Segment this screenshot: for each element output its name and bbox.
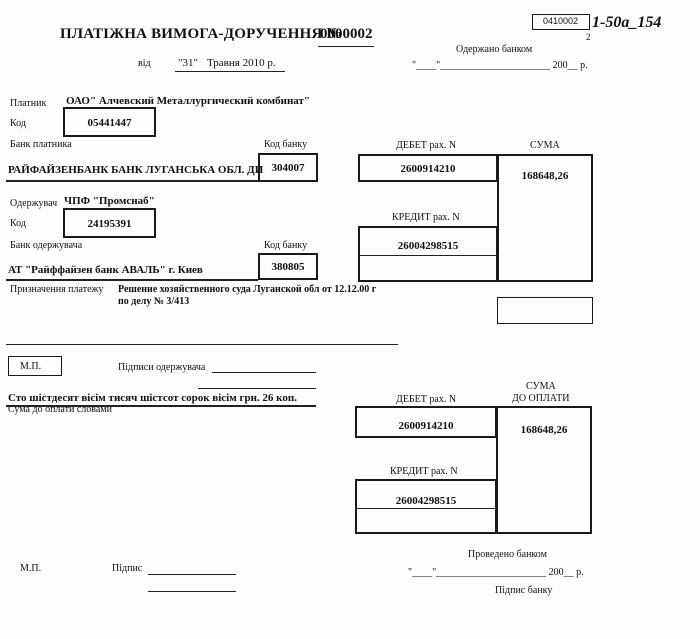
footer-signature-line-1 bbox=[148, 574, 236, 575]
sum-words-underline bbox=[6, 405, 316, 407]
recipient-name: ЧПФ "Промснаб" bbox=[64, 195, 155, 207]
form-code-subscript: 2 bbox=[586, 32, 591, 42]
date-month-year: Травня 2010 р. bbox=[207, 57, 276, 69]
payer-bank-name: РАЙФАЙЗЕНБАНК БАНК ЛУГАНСЬКА ОБЛ. ДИ bbox=[8, 164, 264, 176]
number-underline bbox=[318, 46, 374, 47]
bottom-debit-account: 2600914210 bbox=[398, 420, 454, 432]
form-code-box: 0410002 bbox=[532, 14, 590, 30]
top-credit-box: 26004298515 bbox=[358, 226, 498, 282]
processed-date-blank: "____"______________________ 200__ р. bbox=[408, 567, 584, 578]
processed-label: Проведено банком bbox=[468, 549, 547, 560]
footer-signature-line-2 bbox=[148, 591, 236, 592]
bottom-credit-account: 26004298515 bbox=[395, 495, 457, 507]
bottom-sum-label-2: ДО ОПЛАТИ bbox=[512, 393, 570, 404]
sum-words-label: Сума до оплати словами bbox=[8, 404, 112, 415]
recipient-bank-code: 380805 bbox=[271, 261, 305, 273]
recipient-signatures-label: Підписи одержувача bbox=[118, 362, 206, 373]
payer-bank-code-box: 304007 bbox=[258, 153, 318, 182]
top-debit-box: 2600914210 bbox=[358, 154, 498, 182]
recipient-bank-name: АТ "Райффайзен банк АВАЛЬ" г. Киев bbox=[8, 264, 203, 276]
bottom-credit-box: 26004298515 bbox=[355, 479, 497, 534]
purpose-empty-box bbox=[497, 297, 593, 324]
payer-code-box: 05441447 bbox=[63, 107, 156, 137]
purpose-separator bbox=[6, 344, 398, 345]
bottom-debit-box: 2600914210 bbox=[355, 406, 497, 438]
payer-name: ОАО" Алчевский Металлургический комбинат… bbox=[66, 95, 311, 107]
top-credit-divider bbox=[360, 255, 498, 256]
document-number: 0000002 bbox=[320, 26, 373, 42]
recipient-signature-line bbox=[212, 372, 316, 373]
recipient-signature-line-2 bbox=[198, 388, 316, 389]
payer-bank-code: 304007 bbox=[271, 162, 305, 174]
bottom-sum-value: 168648,26 bbox=[520, 424, 568, 436]
date-prefix: від bbox=[138, 58, 151, 69]
bottom-credit-label: КРЕДИТ рах. N bbox=[390, 466, 458, 477]
payer-bank-code-label: Код банку bbox=[264, 139, 308, 150]
footer-signature-label: Підпис bbox=[112, 563, 143, 574]
document-title: ПЛАТІЖНА ВИМОГА-ДОРУЧЕННЯ № bbox=[60, 26, 342, 42]
recipient-code-label: Код bbox=[10, 218, 26, 229]
form-code: 0410002 bbox=[543, 16, 579, 26]
received-date-blank: "____"______________________ 200__ р. bbox=[412, 60, 588, 71]
archive-reference: 1-50a_154 bbox=[592, 14, 662, 31]
recipient-bank-code-label: Код банку bbox=[264, 240, 308, 251]
top-credit-label: КРЕДИТ рах. N bbox=[392, 212, 460, 223]
date-day: "31" bbox=[178, 57, 198, 69]
recipient-bank-label: Банк одержувача bbox=[10, 240, 83, 251]
top-sum-value: 168648,26 bbox=[521, 170, 569, 182]
footer-stamp: М.П. bbox=[20, 563, 42, 574]
bank-signature-label: Підпис банку bbox=[495, 585, 553, 596]
recipient-code-box: 24195391 bbox=[63, 208, 156, 238]
date-underline bbox=[175, 71, 285, 72]
received-label: Одержано банком bbox=[456, 44, 533, 55]
top-debit-label: ДЕБЕТ рах. N bbox=[396, 140, 457, 151]
recipient-code: 24195391 bbox=[87, 218, 132, 230]
purpose-label: Призначення платежу bbox=[10, 284, 104, 295]
payer-label: Платник bbox=[10, 98, 47, 109]
bottom-sum-label-1: СУМА bbox=[526, 381, 556, 392]
payer-bank-underline bbox=[6, 180, 258, 182]
payer-bank-label: Банк платника bbox=[10, 139, 72, 150]
mid-stamp: М.П. bbox=[20, 361, 42, 372]
payer-code-label: Код bbox=[10, 118, 26, 129]
recipient-bank-code-box: 380805 bbox=[258, 253, 318, 280]
top-debit-account: 2600914210 bbox=[400, 163, 456, 175]
payer-code: 05441447 bbox=[87, 117, 132, 129]
bottom-sum-box: 168648,26 bbox=[496, 406, 592, 534]
top-sum-box: 168648,26 bbox=[497, 154, 593, 282]
sum-in-words: Сто шістдесят вісім тисяч шістсот сорок … bbox=[8, 392, 297, 404]
purpose-line-1: Решение хозяйственного суда Луганской об… bbox=[118, 284, 377, 295]
top-sum-label: СУМА bbox=[530, 140, 560, 151]
recipient-label: Одержувач bbox=[10, 198, 58, 209]
bottom-credit-divider bbox=[357, 508, 497, 509]
mid-stamp-box: М.П. bbox=[8, 356, 62, 376]
recipient-bank-underline bbox=[6, 279, 258, 281]
top-credit-account: 26004298515 bbox=[397, 240, 459, 252]
bottom-debit-label: ДЕБЕТ рах. N bbox=[396, 394, 457, 405]
purpose-line-2: по делу № 3/413 bbox=[118, 296, 190, 307]
